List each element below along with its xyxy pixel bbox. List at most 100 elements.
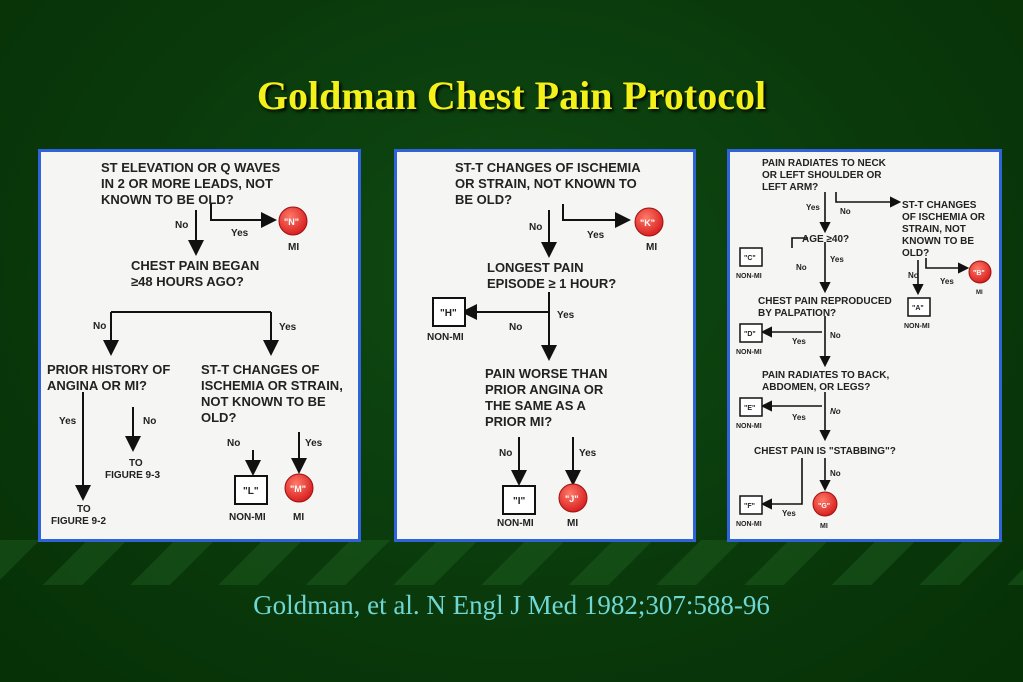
p1-q1-line1: ST ELEVATION OR Q WAVES — [101, 160, 280, 175]
p1-fig93-line2: FIGURE 9-3 — [105, 470, 160, 481]
p3-nob: No — [908, 271, 919, 280]
p3-q1-line3: LEFT ARM? — [762, 182, 818, 193]
p2-node-k — [634, 207, 664, 237]
p3-q1b-line5: OLD? — [902, 248, 929, 259]
p3-no1: No — [840, 207, 851, 216]
flowchart-2-svg: ST-T CHANGES OF ISCHEMIA OR STRAIN, NOT … — [427, 160, 664, 529]
p2-q3-line1: PAIN WORSE THAN — [485, 366, 608, 381]
p2-no3: No — [499, 448, 512, 459]
p3-node-e — [739, 397, 763, 417]
p3-yes5: Yes — [782, 509, 796, 518]
p1-no2: No — [93, 321, 106, 332]
p2-nonmi2: NON-MI — [497, 518, 534, 529]
p3-node-a — [907, 297, 931, 317]
flowchart-1-svg: ST ELEVATION OR Q WAVES IN 2 OR MORE LEA… — [47, 160, 343, 527]
p2-q2-line1: LONGEST PAIN — [487, 260, 584, 275]
p3-q3-line1: CHEST PAIN REPRODUCED — [758, 296, 892, 307]
p1-nonmi1: NON-MI — [229, 512, 266, 523]
p3-q1-line2: OR LEFT SHOULDER OR — [762, 170, 882, 181]
p3-q1b-line2: OF ISCHEMIA OR — [902, 212, 986, 223]
p1-yes1: Yes — [231, 228, 249, 239]
p3-nonmia: NON-MI — [904, 323, 930, 330]
p1-node-n — [278, 206, 308, 236]
p2-mi1: MI — [646, 242, 657, 253]
p3-nonmie: NON-MI — [736, 423, 762, 430]
p3-node-a-label: "A" — [912, 305, 924, 312]
p3-no2: No — [796, 263, 807, 272]
p3-no5: No — [830, 469, 841, 478]
p3-yes1: Yes — [806, 203, 820, 212]
p1-q4-line1: ST-T CHANGES OF — [201, 362, 320, 377]
p2-node-i — [502, 485, 536, 515]
p1-q2-line2: ≥48 HOURS AGO? — [131, 274, 244, 289]
p2-q1-line1: ST-T CHANGES OF ISCHEMIA — [455, 160, 641, 175]
p1-q4-line3: NOT KNOWN TO BE — [201, 394, 326, 409]
p3-q4-line2: ABDOMEN, OR LEGS? — [762, 382, 870, 393]
p3-mig: MI — [820, 523, 828, 530]
p3-nonmic: NON-MI — [736, 273, 762, 280]
p3-no3: No — [830, 331, 841, 340]
p3-yes3: Yes — [792, 337, 806, 346]
p2-yes2: Yes — [557, 310, 575, 321]
p1-q4-line4: OLD? — [201, 410, 236, 425]
p2-node-h-label: "H" — [440, 308, 457, 319]
flowchart-3-svg: PAIN RADIATES TO NECK OR LEFT SHOULDER O… — [736, 158, 992, 530]
p1-mi2: MI — [293, 512, 304, 523]
p3-node-c-label: "C" — [744, 255, 756, 262]
p1-q4-line2: ISCHEMIA OR STRAIN, — [201, 378, 343, 393]
p2-yes1: Yes — [587, 230, 605, 241]
p1-no3: No — [143, 416, 156, 427]
flowchart-panel-2: ST-T CHANGES OF ISCHEMIA OR STRAIN, NOT … — [394, 149, 696, 542]
p2-q3-line2: PRIOR ANGINA OR — [485, 382, 604, 397]
p2-q3-line4: PRIOR MI? — [485, 414, 552, 429]
p3-q1b-line1: ST-T CHANGES — [902, 200, 977, 211]
background-stripes — [0, 540, 1023, 585]
p3-nonmid: NON-MI — [736, 349, 762, 356]
p2-no2: No — [509, 322, 522, 333]
p3-q1-line1: PAIN RADIATES TO NECK — [762, 158, 887, 169]
p1-yes2: Yes — [279, 322, 297, 333]
p2-q1-line2: OR STRAIN, NOT KNOWN TO — [455, 176, 637, 191]
p3-node-b-label: "B" — [973, 270, 985, 277]
p3-node-f — [739, 495, 763, 515]
p1-q1-line3: KNOWN TO BE OLD? — [101, 192, 234, 207]
p1-no4: No — [227, 438, 240, 449]
p1-q1-line2: IN 2 OR MORE LEADS, NOT — [101, 176, 273, 191]
p1-fig92-line1: TO — [77, 504, 91, 515]
p3-node-f-label: "F" — [744, 503, 755, 510]
p2-q1-line3: BE OLD? — [455, 192, 512, 207]
p3-node-d — [739, 323, 763, 343]
citation: Goldman, et al. N Engl J Med 1982;307:58… — [253, 590, 770, 620]
p3-yes4: Yes — [792, 413, 806, 422]
page-title: Goldman Chest Pain Protocol — [256, 73, 767, 118]
p1-yes3: Yes — [59, 416, 77, 427]
p3-q1b-line3: STRAIN, NOT — [902, 224, 966, 235]
p3-node-g-label: "G" — [818, 503, 830, 510]
p2-mi2: MI — [567, 518, 578, 529]
p2-q3-line3: THE SAME AS A — [485, 398, 586, 413]
p1-fig92-line2: FIGURE 9-2 — [51, 516, 106, 527]
p1-node-m-label: "M" — [290, 484, 306, 494]
p2-q2-line2: EPISODE ≥ 1 HOUR? — [487, 276, 616, 291]
p1-q3-line2: ANGINA OR MI? — [47, 378, 147, 393]
p2-yes3: Yes — [579, 448, 597, 459]
p3-q5: CHEST PAIN IS "STABBING"? — [754, 446, 896, 457]
p2-node-k-label: "K" — [640, 218, 655, 228]
p1-node-l-label: "L" — [243, 486, 259, 497]
p2-node-j-label: "J" — [565, 494, 579, 504]
p2-nonmi1: NON-MI — [427, 332, 464, 343]
p3-no4: No — [830, 407, 841, 416]
p1-fig93-line1: TO — [129, 458, 143, 469]
p1-q3-line1: PRIOR HISTORY OF — [47, 362, 170, 377]
p3-q3-line2: BY PALPATION? — [758, 308, 836, 319]
p3-q1b-line4: KNOWN TO BE — [902, 236, 974, 247]
p3-node-d-label: "D" — [744, 331, 756, 338]
p2-node-i-label: "I" — [513, 496, 526, 507]
p3-mib: MI — [976, 290, 983, 296]
p3-q2: AGE ≥40? — [802, 234, 849, 245]
p3-node-b — [968, 260, 992, 284]
p3-yesb: Yes — [940, 277, 954, 286]
p1-mi1: MI — [288, 242, 299, 253]
p1-yes4: Yes — [305, 438, 323, 449]
p3-node-g — [812, 491, 838, 517]
